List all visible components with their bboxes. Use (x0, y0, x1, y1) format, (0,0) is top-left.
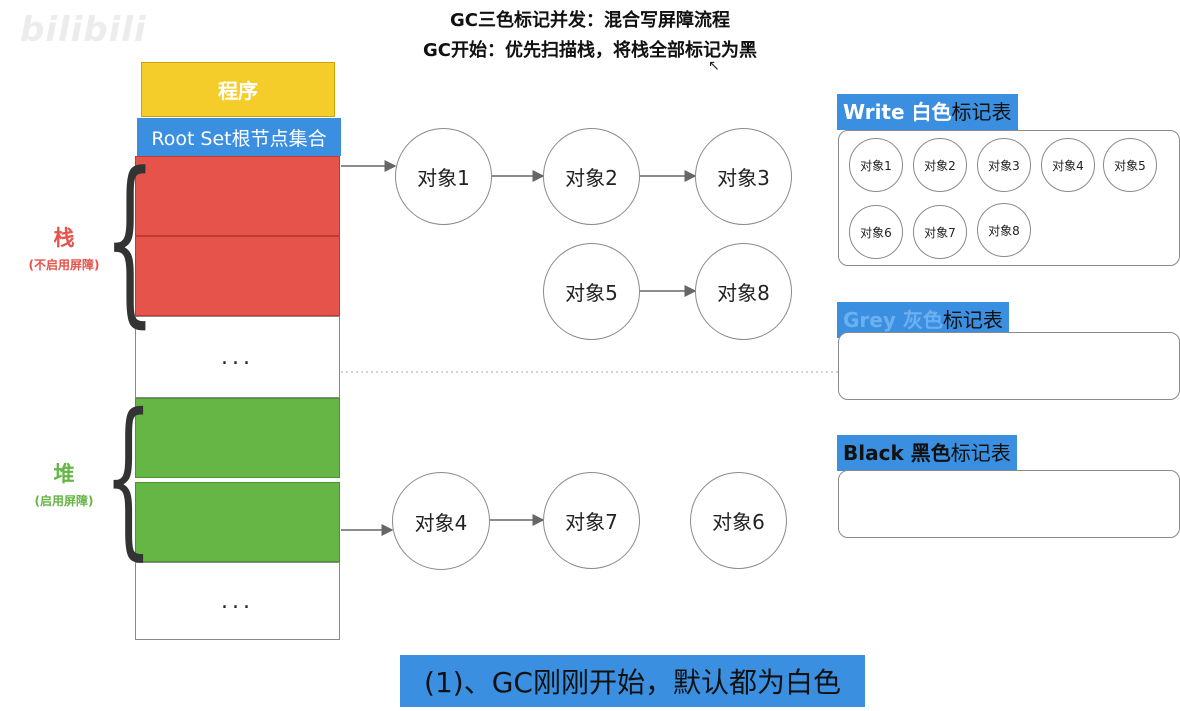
white-item-4: 对象4 (1041, 138, 1095, 192)
grey-table-title-bold: Grey 灰色 (843, 308, 943, 332)
bilibili-watermark: bilibili (20, 10, 147, 50)
object-node-3: 对象3 (695, 128, 792, 225)
white-table-box: 对象1 对象2 对象3 对象4 对象5 对象6 对象7 对象8 (838, 130, 1180, 266)
object-node-7: 对象7 (543, 472, 640, 569)
white-item-1: 对象1 (849, 138, 903, 192)
white-item-8: 对象8 (977, 203, 1031, 257)
white-item-5: 对象5 (1103, 138, 1157, 192)
black-table-title-bold: Black 黑色 (843, 441, 951, 465)
object-node-4: 对象4 (392, 472, 490, 570)
white-table-title: Write 白色标记表 (837, 94, 1018, 130)
cursor-icon: ↖ (708, 58, 720, 74)
step-caption: (1)、GC刚刚开始，默认都为白色 (400, 655, 865, 707)
object-node-2: 对象2 (543, 128, 640, 225)
object-node-5: 对象5 (543, 243, 640, 340)
page-title-line2: GC开始：优先扫描栈，将栈全部标记为黑 (423, 40, 757, 61)
stack-label: 栈 (不启用屏障) (14, 222, 114, 273)
heap-slot-2 (135, 482, 340, 562)
page-title-line1: GC三色标记并发：混合写屏障流程 (450, 10, 730, 31)
heap-ellipsis: ... (135, 562, 340, 640)
heap-label-text: 堆 (53, 462, 75, 486)
rootset-block: Root Set根节点集合 (137, 118, 341, 156)
black-table-title: Black 黑色标记表 (837, 435, 1017, 471)
grey-table-title-rest: 标记表 (942, 308, 1003, 332)
heap-slot-1 (135, 398, 340, 478)
white-item-2: 对象2 (913, 138, 967, 192)
stack-label-note: (不启用屏障) (28, 258, 100, 272)
stack-ellipsis: ... (135, 316, 340, 398)
object-node-1: 对象1 (395, 128, 492, 225)
white-item-3: 对象3 (977, 138, 1031, 192)
black-table-title-rest: 标记表 (950, 441, 1011, 465)
stack-slot-1 (135, 156, 340, 236)
stack-label-text: 栈 (53, 226, 75, 250)
heap-brace: { (104, 378, 153, 576)
stack-slot-2 (135, 236, 340, 316)
program-block: 程序 (141, 62, 335, 117)
white-item-6: 对象6 (849, 205, 903, 259)
grey-table-box (838, 332, 1180, 400)
white-item-7: 对象7 (913, 205, 967, 259)
heap-label-note: (启用屏障) (34, 494, 94, 508)
object-node-6: 对象6 (690, 472, 787, 569)
white-table-title-rest: 标记表 (951, 100, 1012, 124)
black-table-box (838, 470, 1180, 538)
object-node-8: 对象8 (695, 243, 792, 340)
heap-label: 堆 (启用屏障) (14, 458, 114, 509)
stack-brace: { (104, 135, 156, 344)
white-table-title-bold: Write 白色 (843, 100, 952, 124)
